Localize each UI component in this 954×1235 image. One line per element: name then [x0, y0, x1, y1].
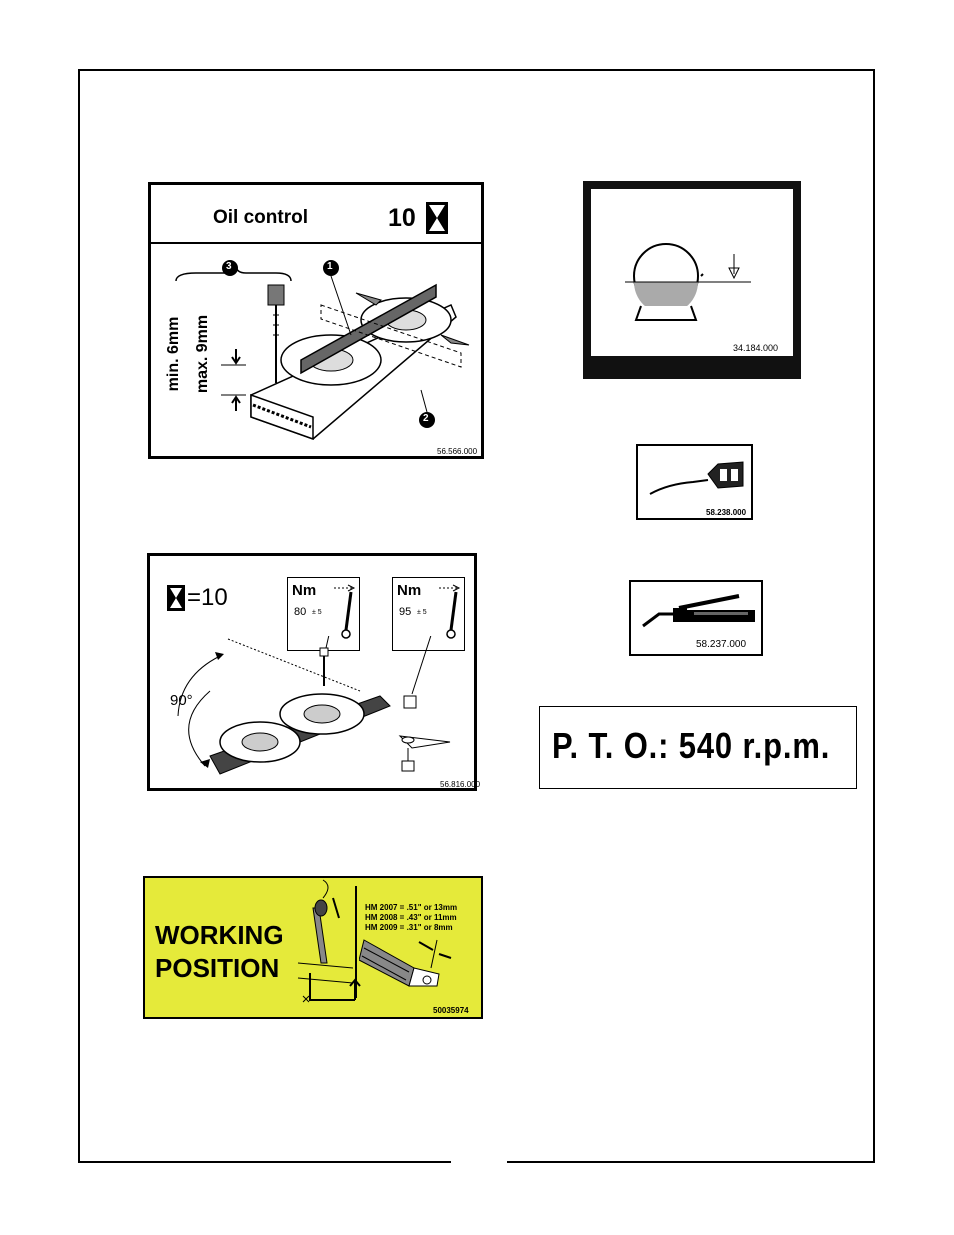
min-thickness-label: min. 6mm — [165, 304, 183, 404]
torque-part-code: 56.816.000 — [440, 780, 480, 789]
oil-can-decal: 58.238.000 — [636, 444, 753, 520]
bottom-rule-right — [507, 1161, 875, 1163]
oil-can-part-code: 58.238.000 — [706, 508, 746, 517]
spec-hm-2009: HM 2009 = .31" or 8mm — [365, 923, 453, 932]
callout-2: 2 — [423, 413, 429, 424]
grease-gun-part-code: 58.237.000 — [696, 639, 746, 650]
callout-3: 3 — [226, 261, 232, 272]
torque-value-80: 80 — [294, 606, 306, 618]
working-position-decal: WORKING POSITION HM 2007 = .51" or 13mm … — [143, 876, 483, 1019]
wrench-icon — [437, 582, 461, 642]
torque-value-95: 95 — [399, 606, 411, 618]
oil-can-icon — [648, 454, 748, 504]
grease-gun-decal: 58.237.000 — [629, 580, 763, 656]
coupler-illustration — [359, 928, 479, 1008]
max-thickness-label: max. 9mm — [194, 304, 212, 404]
torque-tolerance-80: ± 5 — [312, 609, 322, 616]
hourglass-icon — [167, 585, 185, 611]
gearbox-level-illustration — [621, 234, 761, 334]
hourglass-icon — [426, 202, 448, 234]
nm-unit: Nm — [292, 582, 316, 599]
wrench-icon — [332, 582, 356, 642]
disc-rotation-illustration — [150, 636, 474, 788]
working-position-line-1: WORKING — [155, 920, 284, 951]
spec-hm-2007: HM 2007 = .51" or 13mm — [365, 903, 457, 912]
working-position-line-2: POSITION — [155, 953, 279, 984]
oil-level-panel: 34.184.000 — [591, 189, 793, 356]
rotation-angle-label: 90° — [170, 692, 193, 709]
torque-interval: =10 — [187, 584, 228, 612]
bottom-rule-left — [78, 1161, 451, 1163]
pto-decal: P. T. O.: 540 r.p.m. — [539, 706, 857, 789]
callout-1: 1 — [327, 261, 333, 272]
oil-level-decal: 34.184.000 — [583, 181, 801, 379]
torque-decal: =10 Nm 80 ± 5 Nm 95 ± 5 — [147, 553, 477, 791]
oil-control-interval: 10 — [388, 204, 416, 233]
hinge-arrow — [305, 968, 365, 1008]
working-position-part-code: 50035974 — [433, 1006, 469, 1015]
spec-hm-2008: HM 2008 = .43" or 11mm — [365, 913, 457, 922]
grease-gun-icon — [639, 590, 759, 634]
oil-control-divider — [151, 242, 481, 244]
torque-tolerance-95: ± 5 — [417, 609, 427, 616]
nm-unit: Nm — [397, 582, 421, 599]
oil-control-decal: Oil control 10 — [148, 182, 484, 459]
oil-control-part-code: 56.566.000 — [437, 447, 477, 456]
oil-control-title: Oil control — [213, 207, 308, 229]
oil-level-part-code: 34.184.000 — [733, 343, 778, 353]
pto-speed-label: P. T. O.: 540 r.p.m. — [552, 725, 830, 767]
